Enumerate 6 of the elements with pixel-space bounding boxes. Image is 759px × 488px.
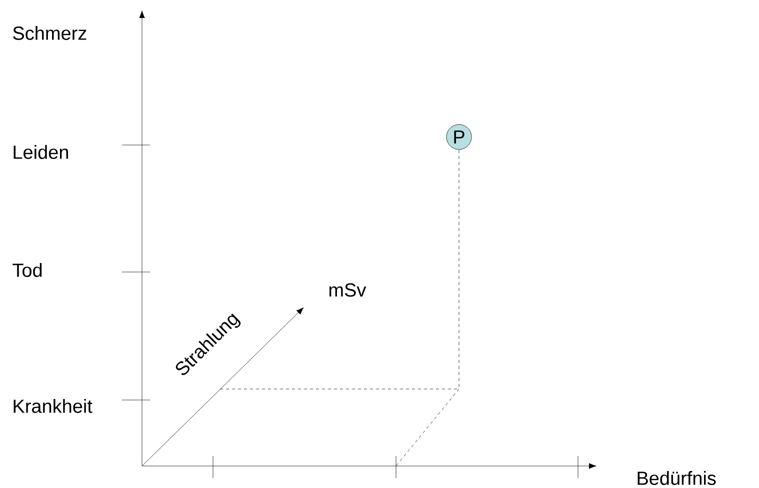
axis-label: Bedürfnis: [638, 471, 716, 485]
axis-label: Krankheit: [14, 399, 92, 413]
axis-label: Tod: [12, 263, 42, 277]
axis-label: Schmerz: [13, 26, 86, 40]
axis-label: Leiden: [14, 145, 68, 159]
axis-label: mSv: [329, 283, 366, 297]
